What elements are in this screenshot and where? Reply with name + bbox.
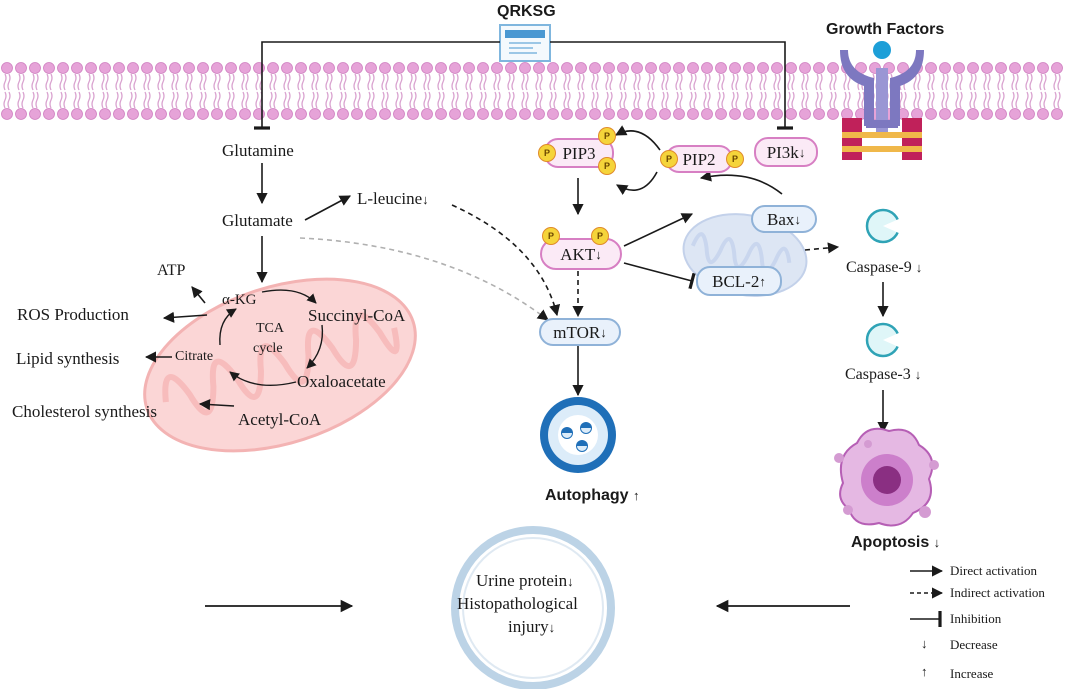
- tca-akg-to-succinyl: [261, 289, 317, 304]
- glutamate-to-leucine-arrow: [304, 195, 351, 221]
- caspase-9-icon: [865, 208, 901, 244]
- pip2-to-pip3-curve-bottom: [616, 171, 658, 195]
- caspase-3-label: Caspase-3 ↓: [845, 366, 922, 383]
- legend-direct-label: Direct activation: [950, 563, 1037, 578]
- autophagy-icon: [540, 397, 616, 473]
- pi3k-node: PI3k↓: [754, 137, 818, 167]
- urine-protein-label: Urine protein↓: [476, 571, 574, 590]
- tca-succinyl-to-oxaloacetate: [306, 324, 324, 369]
- acetyl-to-cholesterol-arrow: [198, 399, 235, 411]
- bcl2-node: BCL-2↑: [696, 266, 782, 296]
- legend-inhibition-label: Inhibition: [950, 611, 1002, 626]
- l-leucine-label: L-leucine↓: [357, 189, 429, 208]
- akt-phospho-left: P: [542, 227, 560, 245]
- qrksg-to-pi3k-inhibition: [550, 41, 793, 130]
- oxaloacetate-label: Oxaloacetate: [297, 372, 386, 391]
- pip3-phospho-top: P: [598, 127, 616, 145]
- glutamine-label: Glutamine: [222, 141, 294, 160]
- ros-production-label: ROS Production: [17, 305, 129, 324]
- akg-to-atp-arrow: [191, 286, 206, 304]
- tca-citrate-to-akg: [219, 308, 237, 346]
- pip3-phospho-bottom: P: [598, 157, 616, 175]
- bax-node: Bax↓: [751, 205, 817, 233]
- autophagy-label: Autophagy ↑: [545, 487, 640, 504]
- legend-increase-symbol: ↑: [921, 664, 928, 679]
- tca-label: TCA: [256, 321, 284, 336]
- mtor-node: mTOR↓: [539, 318, 621, 346]
- pip3-phospho-left: P: [538, 144, 556, 162]
- drug-label: QRKSG: [497, 3, 556, 20]
- akg-label: α-KG: [222, 292, 257, 308]
- outcome-circle: [451, 526, 615, 689]
- succinyl-coa-label: Succinyl-CoA: [308, 306, 406, 325]
- injury-label: injury↓: [508, 617, 556, 636]
- caspase-9-label: Caspase-9 ↓: [846, 259, 923, 276]
- pip2-to-pip3-curve-top: [615, 125, 661, 151]
- pip2-phospho-right: P: [726, 150, 744, 168]
- histopathological-label: Histopathological: [457, 594, 578, 613]
- mitochondria-to-caspase9-indirect: [804, 242, 840, 254]
- glutamate-to-mtor-indirect: [299, 237, 549, 321]
- tca-oxaloacetate-to-citrate: [229, 371, 297, 387]
- apoptotic-cell-icon: [834, 427, 939, 527]
- legend-indirect-label: Indirect activation: [950, 585, 1045, 600]
- qrksg-to-glutamine-inhibition: [254, 41, 500, 130]
- cholesterol-synthesis-label: Cholesterol synthesis: [12, 402, 157, 421]
- apoptosis-label: Apoptosis ↓: [851, 534, 941, 551]
- akt-to-bcl2-inhibition: [623, 262, 696, 290]
- cell-membrane: [0, 62, 1065, 120]
- cycle-label: cycle: [253, 341, 283, 356]
- legend-decrease-symbol: ↓: [921, 636, 928, 651]
- lipid-synthesis-label: Lipid synthesis: [16, 349, 120, 368]
- drug-box-icon: [499, 24, 551, 62]
- acetyl-coa-label: Acetyl-CoA: [238, 410, 322, 429]
- citrate-label: Citrate: [175, 349, 214, 364]
- akg-to-ros-arrow: [162, 311, 208, 323]
- growth-factor-receptor-icon: [840, 41, 924, 160]
- mitochondria-left-icon: [143, 277, 417, 453]
- pi3k-to-pip2-curve: [699, 170, 783, 195]
- akt-phospho-right: P: [591, 227, 609, 245]
- akt-node: AKT↓: [540, 238, 622, 270]
- legend-increase-label: Increase: [950, 666, 994, 681]
- pip2-phospho-left: P: [660, 150, 678, 168]
- growth-factors-label: Growth Factors: [826, 21, 945, 38]
- akt-to-bax-arrow: [623, 213, 694, 247]
- leucine-to-mtor-indirect: [451, 204, 561, 317]
- atp-label: ATP: [157, 262, 186, 279]
- glutamate-label: Glutamate: [222, 211, 293, 230]
- caspase-3-icon: [865, 322, 901, 358]
- legend-decrease-label: Decrease: [950, 637, 998, 652]
